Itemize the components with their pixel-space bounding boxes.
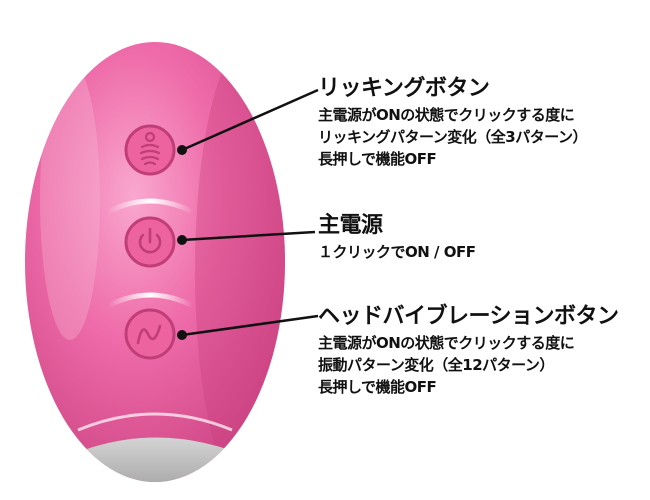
power-icon	[138, 227, 162, 254]
licking-button[interactable]	[124, 124, 176, 176]
wave-icon	[136, 324, 162, 345]
licking-icon	[139, 131, 161, 166]
led-indicator-lower	[105, 292, 196, 309]
licking-button-description: 主電源がONの状態でクリックする度に リッキングパターン変化（全3パターン） 長…	[318, 104, 588, 170]
licking-desc-line: 主電源がONの状態でクリックする度に	[318, 106, 575, 124]
licking-desc-line: 長押しで機能OFF	[318, 150, 437, 168]
vibration-desc-line: 長押しで機能OFF	[318, 378, 437, 396]
power-button-title: 主電源	[318, 213, 383, 238]
power-button-label: 主電源 １クリックでON / OFF	[318, 213, 476, 263]
vibration-button[interactable]	[124, 308, 176, 360]
vibration-desc-line: 主電源がONの状態でクリックする度に	[318, 334, 575, 352]
power-button[interactable]	[124, 216, 176, 268]
vibration-button-description: 主電源がONの状態でクリックする度に 振動パターン変化（全12パターン） 長押し…	[318, 332, 619, 398]
led-indicator-upper	[105, 198, 196, 215]
licking-button-title: リッキングボタン	[318, 76, 490, 101]
power-button-description: １クリックでON / OFF	[318, 241, 476, 263]
licking-desc-line: リッキングパターン変化（全3パターン）	[318, 128, 588, 146]
vibration-button-label: ヘッドバイブレーションボタン 主電源がONの状態でクリックする度に 振動パターン…	[318, 304, 619, 398]
power-desc-line: １クリックでON / OFF	[318, 243, 476, 261]
device-body	[25, 42, 285, 482]
vibration-button-title: ヘッドバイブレーションボタン	[318, 304, 619, 329]
leader-lines	[177, 88, 319, 340]
vibration-desc-line: 振動パターン変化（全12パターン）	[318, 356, 554, 374]
licking-button-label: リッキングボタン 主電源がONの状態でクリックする度に リッキングパターン変化（…	[318, 76, 588, 170]
